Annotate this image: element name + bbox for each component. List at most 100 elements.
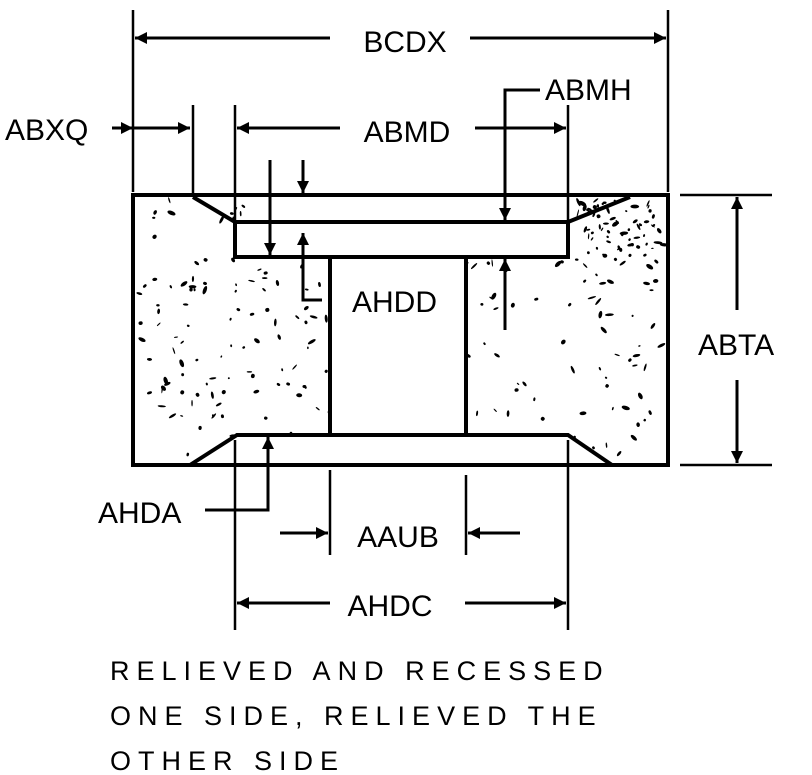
texture-speck <box>643 220 650 224</box>
texture-speck <box>587 233 590 240</box>
texture-speck <box>632 364 638 367</box>
texture-speck <box>180 415 184 417</box>
texture-speck <box>595 246 599 250</box>
texture-speck <box>156 322 161 327</box>
texture-speck <box>307 339 316 345</box>
dim-ahda: AHDA <box>98 437 274 530</box>
texture-speck <box>191 399 193 407</box>
texture-speck <box>276 383 281 386</box>
texture-speck <box>625 210 628 213</box>
label-abta: ABTA <box>698 329 774 362</box>
dim-bcdx: BCDX <box>131 10 670 192</box>
texture-speck <box>180 281 188 287</box>
texture-speck <box>587 296 597 300</box>
texture-speck <box>632 219 638 224</box>
texture-speck <box>157 308 161 315</box>
texture-speck <box>582 263 588 268</box>
texture-speck <box>646 264 654 270</box>
texture-speck <box>182 303 189 306</box>
texture-speck <box>146 357 153 361</box>
texture-speck <box>582 204 587 212</box>
texture-speck <box>613 257 618 262</box>
texture-speck <box>304 288 309 291</box>
texture-speck <box>136 292 143 296</box>
texture-speck <box>598 367 602 371</box>
dim-abmd: ABMD <box>233 105 570 225</box>
texture-speck <box>230 344 233 348</box>
texture-speck <box>522 381 527 387</box>
texture-speck <box>186 324 190 327</box>
texture-speck <box>619 260 626 266</box>
texture-speck <box>275 280 280 286</box>
texture-speck <box>304 320 308 325</box>
texture-speck <box>627 228 631 232</box>
texture-speck <box>263 416 268 420</box>
texture-speck <box>277 334 281 340</box>
texture-speck <box>630 204 640 209</box>
note-line-1: RELIEVED AND RECESSED <box>110 656 610 686</box>
texture-speck <box>595 298 602 306</box>
texture-speck <box>179 359 185 368</box>
texture-speck <box>254 338 260 344</box>
texture-speck <box>628 253 632 257</box>
texture-speck <box>643 281 650 286</box>
texture-speck <box>286 382 291 386</box>
texture-speck <box>632 353 641 358</box>
texture-speck <box>295 315 300 320</box>
texture-speck <box>211 413 217 419</box>
texture-speck <box>483 342 486 346</box>
texture-speck <box>596 204 600 208</box>
texture-speck <box>494 353 500 358</box>
texture-speck <box>516 382 520 385</box>
texture-speck <box>195 358 199 362</box>
depth-arrows: AHDD <box>264 160 511 330</box>
texture-speck <box>653 241 663 245</box>
texture-speck <box>614 353 620 357</box>
texture-speck <box>249 312 255 316</box>
texture-speck <box>649 289 654 292</box>
texture-speck <box>645 242 648 246</box>
texture-speck <box>324 314 328 323</box>
texture-speck <box>181 373 185 377</box>
texture-speck <box>253 389 260 394</box>
texture-speck <box>470 262 478 270</box>
texture-speck <box>156 304 160 307</box>
texture-speck <box>628 238 631 241</box>
texture-speck <box>205 382 208 386</box>
texture-speck <box>152 277 158 281</box>
texture-speck <box>579 411 587 416</box>
texture-speck <box>611 406 614 411</box>
texture-speck <box>220 414 224 419</box>
texture-speck <box>235 283 238 287</box>
label-ahdc: AHDC <box>347 590 432 623</box>
texture-speck <box>215 402 222 407</box>
texture-speck <box>646 200 650 207</box>
texture-speck <box>203 281 207 286</box>
texture-speck <box>491 292 497 300</box>
texture-speck <box>514 388 519 392</box>
texture-speck <box>651 214 655 219</box>
texture-speck <box>242 346 246 349</box>
label-ahda: AHDA <box>98 497 181 530</box>
texture-speck <box>598 310 603 319</box>
label-bcdx: BCDX <box>363 26 446 59</box>
texture-speck <box>627 243 634 247</box>
texture-speck <box>560 339 566 345</box>
texture-speck <box>315 407 320 411</box>
texture-speck <box>163 376 168 385</box>
texture-speck <box>493 408 497 413</box>
outer-outline <box>131 193 670 467</box>
texture-speck <box>265 307 270 312</box>
texture-speck <box>574 258 579 261</box>
texture-speck <box>587 207 592 211</box>
texture-speck <box>241 204 246 208</box>
texture-speck <box>188 285 197 289</box>
texture-speck <box>651 247 654 250</box>
texture-speck <box>598 224 601 230</box>
texture-speck <box>602 222 609 225</box>
texture-speck <box>191 275 195 283</box>
texture-speck <box>227 377 230 380</box>
note-line-3: OTHER SIDE <box>110 746 345 775</box>
texture-speck <box>203 258 208 262</box>
texture-speck <box>650 322 656 329</box>
